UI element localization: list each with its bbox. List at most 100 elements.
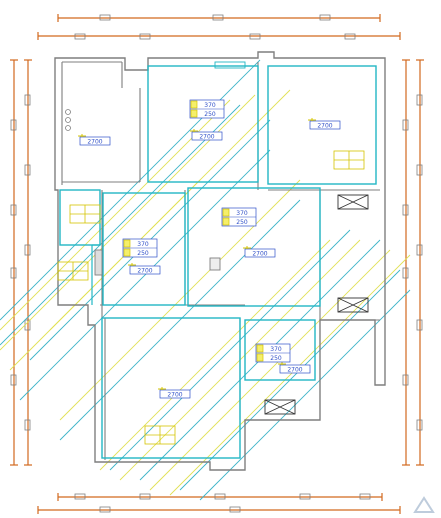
window-tag-badge bbox=[190, 100, 198, 109]
room-tag-label: 2700 bbox=[199, 134, 214, 141]
window-tag-badge bbox=[123, 239, 131, 248]
room-tag-frame bbox=[309, 120, 341, 130]
watermark-icon bbox=[413, 496, 435, 513]
tag-top-left-room: 2700 bbox=[78, 134, 111, 146]
dimension-marker bbox=[214, 493, 226, 500]
dimension-marker bbox=[416, 244, 423, 256]
window-tag-badge bbox=[256, 344, 264, 353]
dimension-marker bbox=[10, 119, 17, 131]
dimension-marker bbox=[10, 204, 17, 216]
dimension-marker bbox=[416, 319, 423, 331]
window-tag-ch: 370 bbox=[270, 346, 282, 353]
yellow-grid-mark bbox=[333, 150, 365, 170]
diagonal-line bbox=[59, 179, 301, 421]
window-tag-w: 250 bbox=[270, 355, 282, 362]
dimension-marker bbox=[416, 164, 423, 176]
dimension-lines bbox=[10, 14, 424, 514]
room-border bbox=[101, 317, 241, 459]
dimension-marker bbox=[249, 33, 261, 40]
dimension-marker bbox=[10, 374, 17, 386]
dimension-marker bbox=[10, 267, 17, 279]
dimension-marker bbox=[139, 33, 151, 40]
window-tag-badge bbox=[256, 353, 264, 362]
window-tag-badge bbox=[123, 248, 131, 257]
tag-center-room: 2700 bbox=[243, 246, 276, 258]
room-border bbox=[102, 192, 186, 306]
yellow-grid-mark bbox=[69, 204, 101, 224]
diagonal-line bbox=[99, 239, 331, 471]
dimension-marker bbox=[359, 493, 371, 500]
room-border bbox=[267, 65, 377, 185]
dimension-marker bbox=[24, 419, 31, 431]
diagonal-line bbox=[199, 289, 411, 501]
room-tag-frame bbox=[279, 364, 311, 374]
room-border bbox=[187, 187, 321, 307]
fixture-circle bbox=[65, 109, 71, 115]
tag-lower-right-room: 2700 bbox=[278, 362, 311, 374]
diagonal-line bbox=[59, 199, 301, 441]
dimension-marker bbox=[344, 33, 356, 40]
hatch-stroke bbox=[264, 399, 296, 415]
diagonal-line bbox=[19, 149, 271, 401]
hatched-fixture bbox=[264, 399, 296, 415]
diagonal-line bbox=[0, 59, 261, 321]
hatched-fixture bbox=[337, 297, 369, 313]
room-tag-label: 2700 bbox=[167, 392, 182, 399]
dimension-marker bbox=[139, 493, 151, 500]
tag-left-middle-room: 2700 bbox=[128, 263, 161, 275]
room-tag-frame bbox=[244, 248, 276, 258]
dimension-marker bbox=[402, 267, 409, 279]
room-border bbox=[244, 319, 316, 381]
tag-upper-right-room: 2700 bbox=[308, 118, 341, 130]
room-border bbox=[59, 189, 101, 246]
dimension-marker bbox=[24, 94, 31, 106]
room-borders bbox=[59, 65, 377, 459]
hatch-stroke bbox=[337, 194, 369, 210]
dimension-marker bbox=[402, 204, 409, 216]
dimension-marker bbox=[74, 33, 86, 40]
window-tag-w: 250 bbox=[236, 219, 248, 226]
fixtures bbox=[65, 61, 369, 415]
room-tag-frame bbox=[79, 136, 111, 146]
dimension-marker bbox=[24, 244, 31, 256]
dimension-marker bbox=[402, 374, 409, 386]
dimension-marker bbox=[74, 493, 86, 500]
small-fixture bbox=[209, 257, 221, 271]
diagonal-line bbox=[169, 254, 411, 496]
dimension-marker bbox=[402, 119, 409, 131]
room-border bbox=[147, 65, 259, 183]
window-tag-ch: 370 bbox=[204, 102, 216, 109]
room-tag-frame bbox=[191, 131, 223, 141]
dimension-marker bbox=[319, 14, 331, 21]
room-tag-frame bbox=[129, 265, 161, 275]
dimension-marker bbox=[416, 419, 423, 431]
window-tag-w: 250 bbox=[137, 250, 149, 257]
fixture-circle bbox=[65, 125, 71, 131]
diagonal-line bbox=[149, 249, 391, 491]
dimension-marker bbox=[299, 493, 311, 500]
fixture-circle bbox=[65, 117, 71, 123]
window-tag-ch: 370 bbox=[137, 241, 149, 248]
diagonal-line bbox=[109, 229, 351, 471]
diagonal-line bbox=[0, 104, 241, 346]
window-tag-ch: 370 bbox=[236, 210, 248, 217]
dimension-marker bbox=[229, 506, 241, 513]
room-tag-label: 2700 bbox=[137, 268, 152, 275]
room-tag-label: 2700 bbox=[87, 139, 102, 146]
room-tag-frame bbox=[159, 389, 191, 399]
yellow-grid-mark bbox=[57, 261, 89, 281]
door-fixture bbox=[94, 249, 103, 276]
watermark-logo bbox=[413, 496, 435, 514]
room-tag-label: 2700 bbox=[252, 251, 267, 258]
hatch-stroke bbox=[337, 297, 369, 313]
window-tag-w: 250 bbox=[204, 111, 216, 118]
tag-bottom-left-room: 2700 bbox=[158, 387, 191, 399]
dimension-marker bbox=[416, 94, 423, 106]
room-tag-label: 2700 bbox=[317, 123, 332, 130]
